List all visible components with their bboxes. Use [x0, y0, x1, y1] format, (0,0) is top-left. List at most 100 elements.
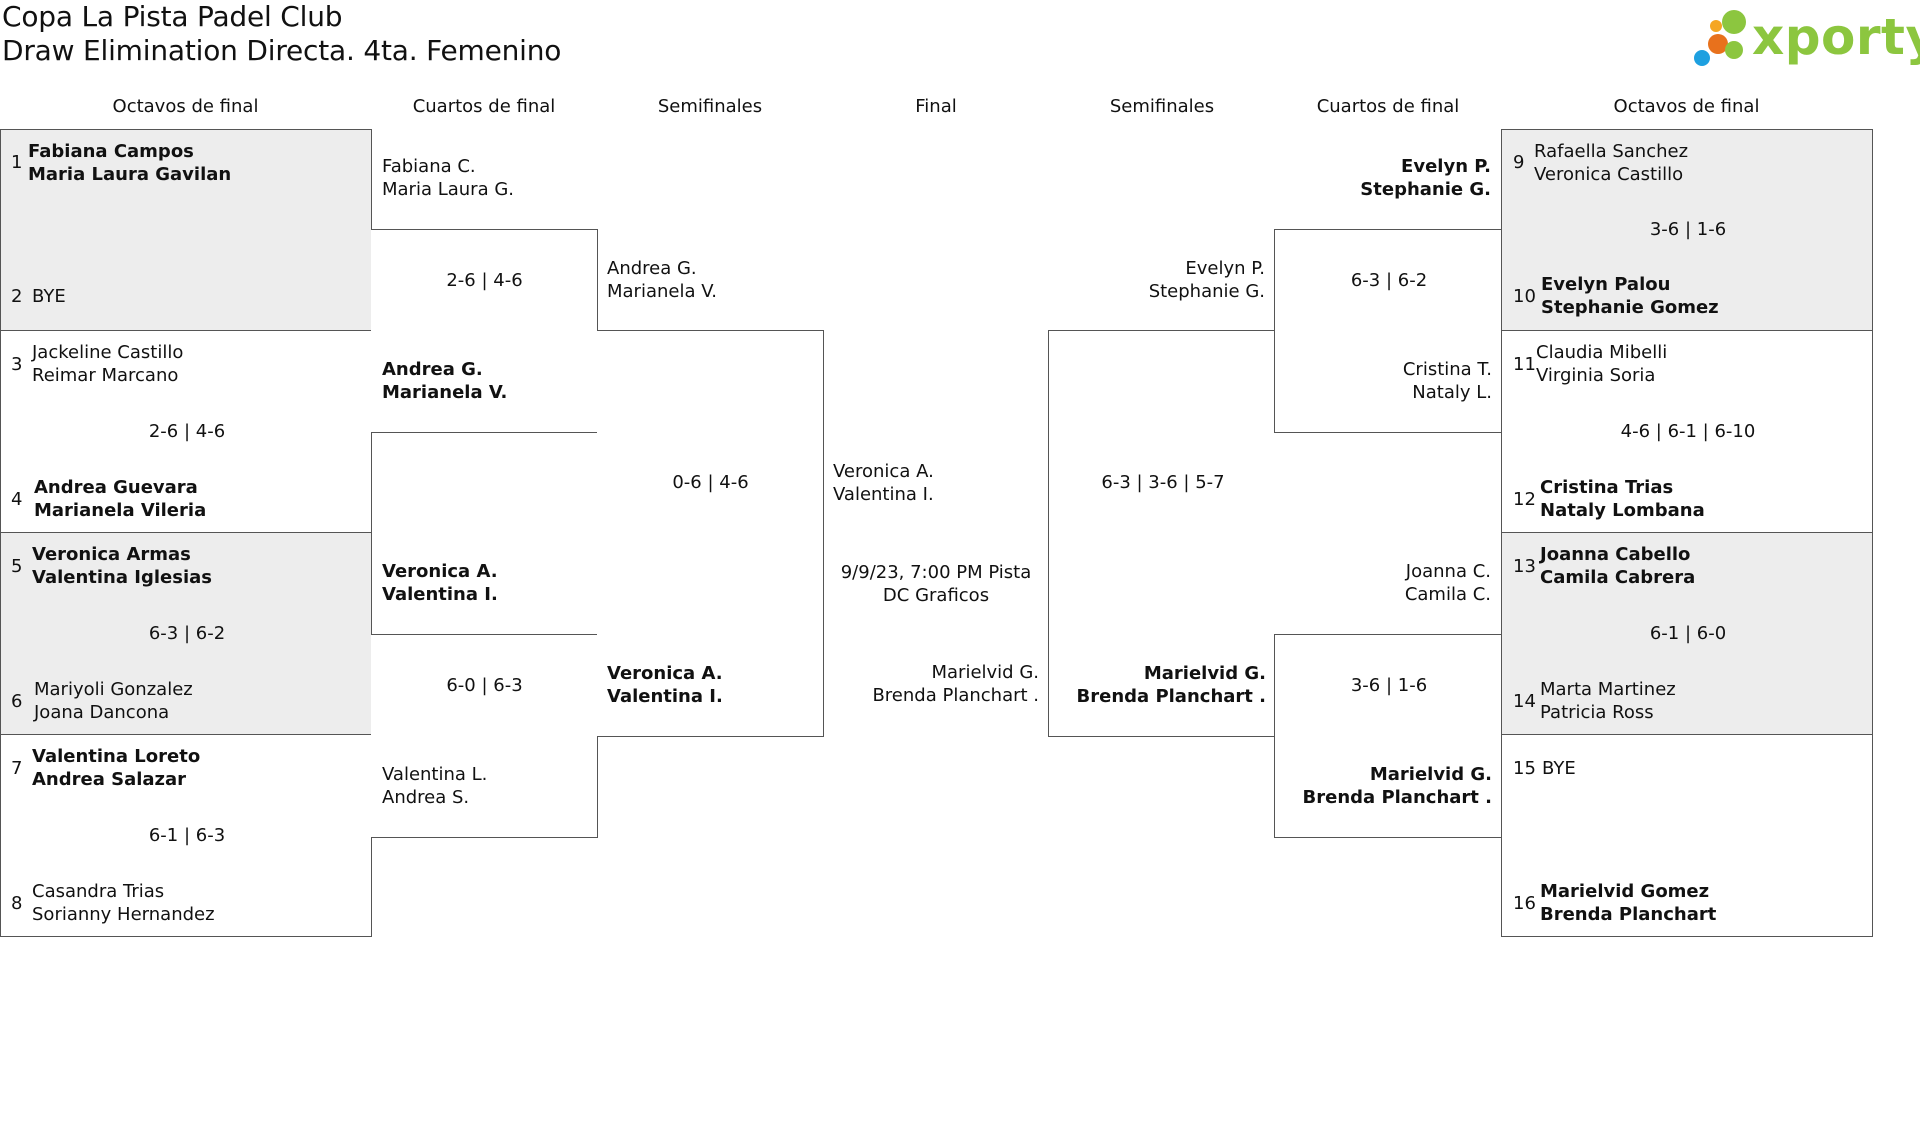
player-name: Stephanie Gomez — [1541, 297, 1719, 318]
seed-number: 2 — [11, 286, 23, 307]
match-box: 15 BYE 16 Marielvid Gomez Brenda Plancha… — [1501, 734, 1873, 937]
player-name: Valentina I. — [382, 584, 498, 605]
player-name: Joana Dancona — [34, 702, 170, 723]
player-name: Jackeline Castillo — [32, 342, 184, 363]
match-score: 2-6 | 4-6 — [446, 270, 523, 291]
round-header-right-r16: Octavos de final — [1613, 96, 1760, 117]
seed-number: 14 — [1513, 691, 1536, 712]
player-name: Evelyn P. — [1401, 156, 1491, 177]
player-name: Marielvid G. — [1369, 764, 1492, 785]
round-header-left-r16: Octavos de final — [112, 96, 259, 117]
player-name: Maria Laura G. — [382, 179, 515, 200]
player-name: BYE — [32, 286, 66, 307]
player-name: Andrea G. — [607, 258, 697, 279]
player-name: Marianela V. — [607, 281, 717, 302]
match-score: 3-6 | 1-6 — [1350, 675, 1428, 696]
match-score: 4-6 | 6-1 | 6-10 — [1620, 421, 1756, 442]
player-name: BYE — [1542, 758, 1576, 779]
xporty-dots-icon — [1694, 10, 1746, 66]
player-name: Cristina Trias — [1540, 477, 1674, 498]
player-name: Andrea G. — [382, 359, 483, 380]
sf-connector: 6-3 | 3-6 | 5-7 Marielvid G. Brenda Plan… — [1048, 330, 1276, 737]
sf-connector: 0-6 | 4-6 Veronica A. Valentina I. — [597, 330, 824, 737]
seed-number: 10 — [1513, 286, 1536, 307]
finalist-name: Marielvid G. — [931, 662, 1039, 683]
player-name: Marianela V. — [382, 382, 508, 403]
match-score: 6-1 | 6-3 — [148, 825, 226, 846]
match-box: 5 Veronica Armas Valentina Iglesias 6-3 … — [0, 532, 372, 735]
match-score: 3-6 | 1-6 — [1649, 219, 1727, 240]
player-name: Brenda Planchart . — [1076, 686, 1266, 707]
player-name: Claudia Mibelli — [1536, 342, 1668, 363]
seed-number: 1 — [11, 152, 23, 173]
player-name: Marianela Vileria — [34, 500, 207, 521]
match-box: 11 Claudia Mibelli Virginia Soria 4-6 | … — [1501, 330, 1873, 533]
match-score: 2-6 | 4-6 — [148, 421, 226, 442]
match-score: 6-3 | 6-2 — [1350, 270, 1428, 291]
seed-number: 4 — [11, 489, 23, 510]
seed-number: 8 — [11, 893, 23, 914]
seed-number: 13 — [1513, 556, 1536, 577]
qf-connector: 6-0 | 6-3 Valentina L. Andrea S. — [371, 634, 598, 838]
player-name: Fabiana Campos — [28, 141, 194, 162]
player-name: Stephanie G. — [1360, 179, 1491, 200]
player-name: Marielvid G. — [1143, 663, 1266, 684]
player-name: Valentina L. — [382, 764, 488, 785]
player-name: Maria Laura Gavilan — [28, 164, 232, 185]
page-title: Copa La Pista Padel Club — [2, 0, 343, 33]
round-header-right-sf: Semifinales — [1109, 96, 1215, 117]
page-subtitle: Draw Elimination Directa. 4ta. Femenino — [2, 34, 562, 67]
seed-number: 9 — [1513, 152, 1525, 173]
seed-number: 16 — [1513, 893, 1536, 914]
match-box: 1 Fabiana Campos Maria Laura Gavilan 2 B… — [0, 129, 372, 331]
seed-number: 11 — [1513, 354, 1536, 375]
match-score: 6-3 | 6-2 — [148, 623, 226, 644]
player-name: Camila C. — [1404, 584, 1491, 605]
player-name: Nataly L. — [1412, 382, 1492, 403]
player-name: Veronica Armas — [32, 544, 191, 565]
logo-text: xporty — [1752, 8, 1920, 66]
match-box: 3 Jackeline Castillo Reimar Marcano 2-6 … — [0, 330, 372, 533]
xporty-logo: xporty — [1690, 6, 1920, 68]
player-name: Marielvid Gomez — [1540, 881, 1710, 902]
round-header-left-qf: Cuartos de final — [412, 96, 556, 117]
seed-number: 3 — [11, 354, 23, 375]
player-name: Stephanie G. — [1148, 281, 1265, 302]
player-name: Casandra Trias — [32, 881, 165, 902]
qf-connector: 2-6 | 4-6 Andrea G. Marianela V. — [371, 229, 598, 433]
player-name: Andrea Salazar — [32, 769, 187, 790]
seed-number: 15 — [1513, 758, 1536, 779]
player-name: Andrea Guevara — [34, 477, 198, 498]
player-name: Joanna Cabello — [1540, 544, 1691, 565]
player-name: Reimar Marcano — [32, 365, 179, 386]
match-score: 6-3 | 3-6 | 5-7 — [1101, 472, 1225, 493]
match-box: 13 Joanna Cabello Camila Cabrera 6-1 | 6… — [1501, 532, 1873, 735]
qf-connector: 3-6 | 1-6 Marielvid G. Brenda Planchart … — [1274, 634, 1502, 838]
finalist-name: Valentina I. — [833, 484, 934, 505]
player-name: Joanna C. — [1405, 561, 1491, 582]
match-score: 6-1 | 6-0 — [1649, 623, 1727, 644]
player-name: Valentina Iglesias — [32, 567, 212, 588]
seed-number: 5 — [11, 556, 23, 577]
player-name: Cristina T. — [1402, 359, 1492, 380]
player-name: Patricia Ross — [1540, 702, 1654, 723]
player-name: Evelyn Palou — [1541, 274, 1671, 295]
player-name: Virginia Soria — [1536, 365, 1656, 386]
player-name: Marta Martinez — [1540, 679, 1676, 700]
player-name: Sorianny Hernandez — [32, 904, 215, 925]
match-box: 7 Valentina Loreto Andrea Salazar 6-1 | … — [0, 734, 372, 937]
player-name: Brenda Planchart — [1540, 904, 1717, 925]
player-name: Veronica Castillo — [1534, 164, 1684, 185]
match-box: 9 Rafaella Sanchez Veronica Castillo 3-6… — [1501, 129, 1873, 331]
player-name: Brenda Planchart . — [1302, 787, 1492, 808]
round-header-right-qf: Cuartos de final — [1316, 96, 1460, 117]
player-name: Fabiana C. — [382, 156, 476, 177]
seed-number: 7 — [11, 758, 23, 779]
final-venue: DC Graficos — [882, 585, 990, 606]
player-name: Mariyoli Gonzalez — [34, 679, 193, 700]
player-name: Valentina I. — [607, 686, 723, 707]
player-name: Andrea S. — [382, 787, 470, 808]
match-score: 6-0 | 6-3 — [446, 675, 523, 696]
player-name: Valentina Loreto — [32, 746, 201, 767]
player-name: Veronica A. — [607, 663, 723, 684]
